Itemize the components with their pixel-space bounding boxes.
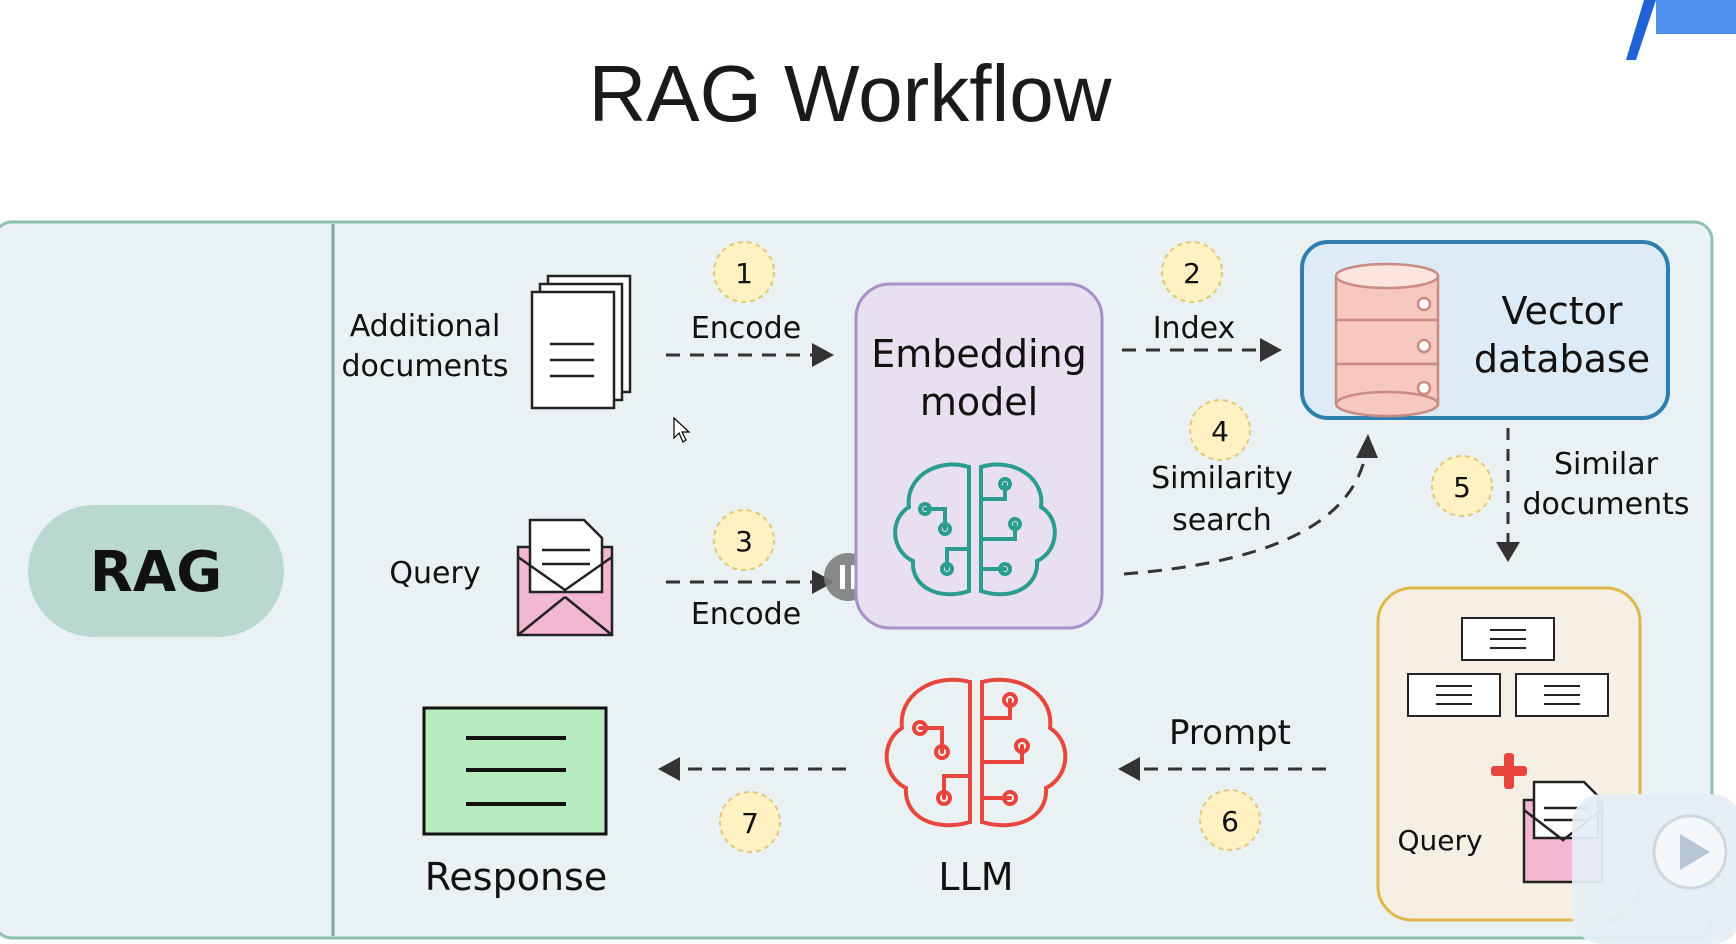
response-arrow xyxy=(658,757,846,781)
step-5-number: 5 xyxy=(1453,471,1471,504)
additional-documents-label-line1: Additional xyxy=(350,309,501,344)
llm-brain-icon xyxy=(884,677,1068,828)
similarity-search-arrow xyxy=(1123,434,1378,576)
step-6-badge: 6 xyxy=(1199,789,1261,851)
encode-label-1: Encode xyxy=(691,311,801,346)
retrieved-documents-icon xyxy=(1407,617,1609,717)
index-label: Index xyxy=(1153,311,1236,346)
encode-arrow-1 xyxy=(666,343,834,367)
encode-arrow-3 xyxy=(666,570,834,594)
response-document-icon xyxy=(422,706,608,836)
similarity-search-label-line1: Similarity xyxy=(1151,461,1293,496)
embedding-model-label-line2: model xyxy=(920,380,1038,424)
step-5-badge: 5 xyxy=(1431,455,1493,517)
rag-pill xyxy=(28,505,284,637)
similar-documents-label-line1: Similar xyxy=(1554,447,1659,482)
step-7-number: 7 xyxy=(741,807,759,840)
encode-label-3: Encode xyxy=(691,597,801,632)
step-3-number: 3 xyxy=(735,525,753,558)
step-2-badge: 2 xyxy=(1161,241,1223,303)
embedding-brain-icon xyxy=(893,462,1057,597)
index-arrow xyxy=(1122,338,1282,362)
similar-documents-label-line2: documents xyxy=(1523,487,1690,522)
llm-label: LLM xyxy=(938,855,1013,899)
slide-title: RAG Workflow xyxy=(588,49,1112,138)
prompt-label: Prompt xyxy=(1169,713,1291,753)
similarity-search-label-line2: search xyxy=(1172,503,1272,538)
embedding-model-label-line1: Embedding xyxy=(871,332,1087,376)
rag-workflow-diagram: RAG Additional documents 1 Encode Query … xyxy=(0,220,1736,944)
plus-icon xyxy=(1491,753,1527,789)
brand-logo xyxy=(1626,0,1736,60)
step-4-number: 4 xyxy=(1211,415,1229,448)
step-4-badge: 4 xyxy=(1189,399,1251,461)
rag-label: RAG xyxy=(90,540,222,605)
query-label: Query xyxy=(389,556,480,591)
database-icon xyxy=(1334,262,1440,418)
step-3-badge: 3 xyxy=(713,509,775,571)
vector-database-label-line1: Vector xyxy=(1501,289,1622,333)
similar-documents-arrow xyxy=(1496,428,1520,562)
step-1-number: 1 xyxy=(735,257,753,290)
step-6-number: 6 xyxy=(1221,805,1239,838)
mouse-cursor-icon xyxy=(673,416,691,443)
documents-stack-icon xyxy=(530,274,632,410)
step-7-badge: 7 xyxy=(719,791,781,853)
vector-database-label-line2: database xyxy=(1474,337,1650,381)
response-label: Response xyxy=(425,855,608,899)
query-box-label: Query xyxy=(1397,824,1482,857)
step-2-number: 2 xyxy=(1183,257,1201,290)
query-envelope-icon xyxy=(516,518,614,637)
prompt-arrow xyxy=(1118,757,1326,781)
step-1-badge: 1 xyxy=(713,241,775,303)
additional-documents-label-line2: documents xyxy=(342,349,509,384)
embedding-model-box xyxy=(854,282,1104,630)
video-overlay-play-icon[interactable] xyxy=(1572,794,1736,944)
